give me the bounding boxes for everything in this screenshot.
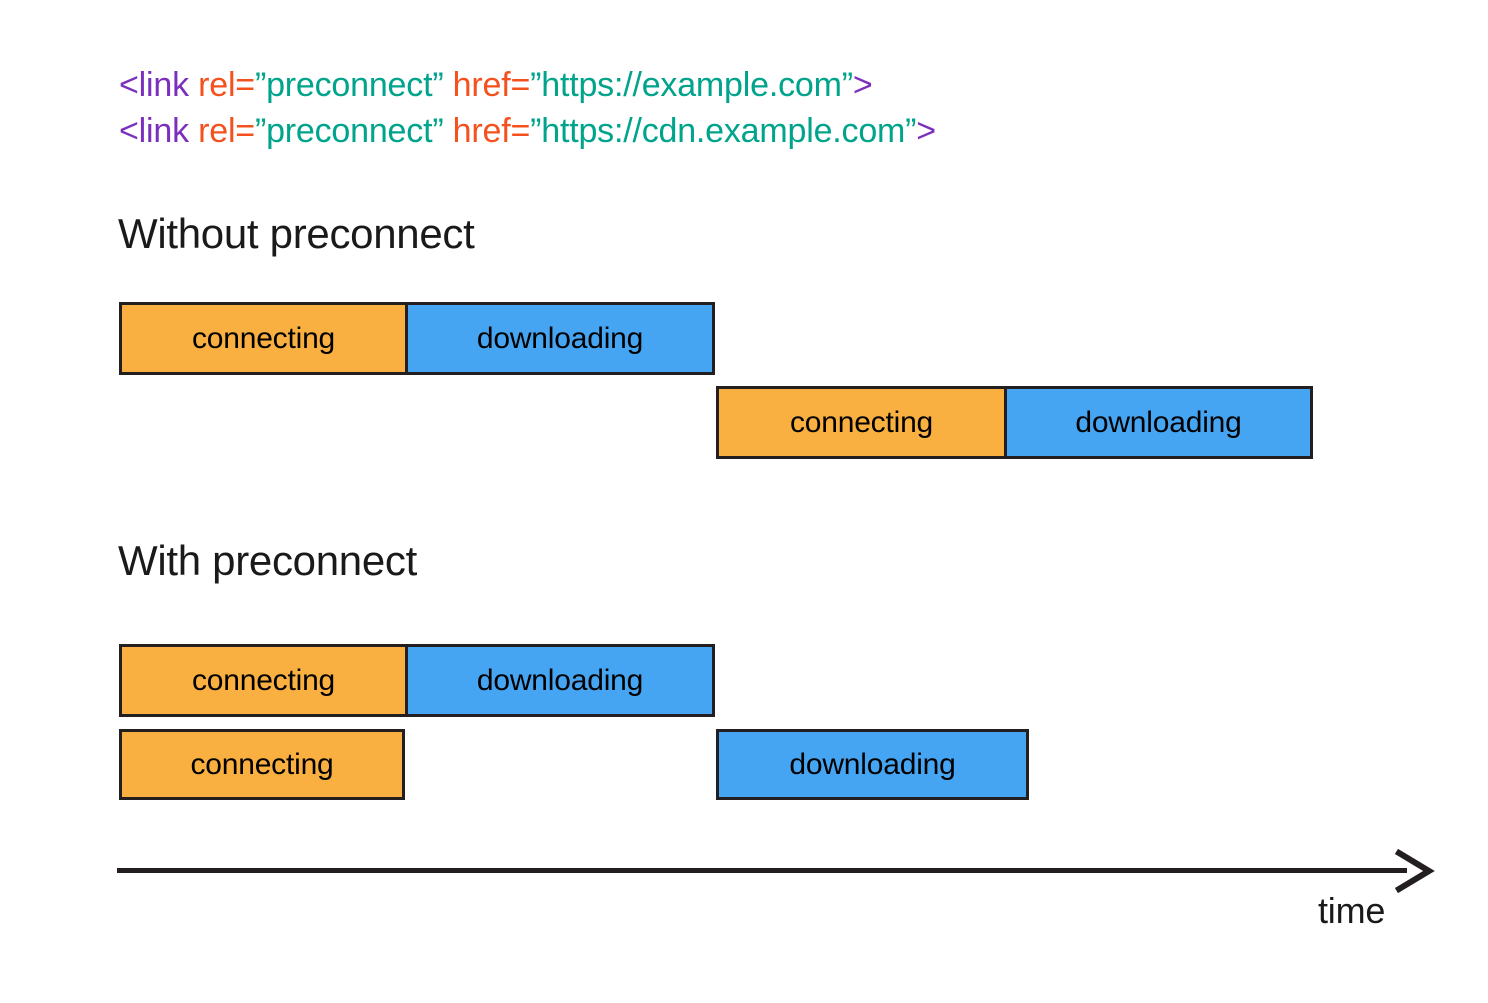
code-value-href: ”https://example.com” bbox=[530, 66, 853, 104]
bar-without-row1-connecting: connecting bbox=[119, 302, 408, 375]
time-axis-line bbox=[117, 868, 1407, 873]
arrow-right-icon bbox=[1394, 848, 1435, 894]
code-value-rel: ”preconnect” bbox=[254, 112, 444, 150]
code-tag: <link bbox=[119, 112, 189, 150]
code-line-2: <link rel=”preconnect” href=”https://cdn… bbox=[119, 108, 936, 154]
code-tag-close: > bbox=[852, 66, 873, 104]
code-line-1: <link rel=”preconnect” href=”https://exa… bbox=[119, 62, 936, 108]
bar-with-row1-connecting: connecting bbox=[119, 644, 408, 717]
code-attr-href: href= bbox=[443, 66, 531, 104]
code-value-rel: ”preconnect” bbox=[254, 66, 444, 104]
section-heading-with-preconnect: With preconnect bbox=[118, 537, 417, 584]
code-value-href: ”https://cdn.example.com” bbox=[530, 112, 917, 150]
code-attr-rel: rel= bbox=[188, 112, 255, 150]
bar-without-row2-connecting: connecting bbox=[716, 386, 1007, 459]
code-attr-href: href= bbox=[443, 112, 531, 150]
code-tag: <link bbox=[119, 66, 189, 104]
bar-without-row1-downloading: downloading bbox=[405, 302, 715, 375]
code-snippet: <link rel=”preconnect” href=”https://exa… bbox=[119, 62, 936, 154]
bar-without-row2-downloading: downloading bbox=[1004, 386, 1313, 459]
code-attr-rel: rel= bbox=[188, 66, 255, 104]
bar-with-row1-downloading: downloading bbox=[405, 644, 715, 717]
bar-with-row2-downloading: downloading bbox=[716, 729, 1029, 800]
time-axis-label: time bbox=[1318, 890, 1386, 931]
bar-with-row2-connecting: connecting bbox=[119, 729, 405, 800]
section-heading-without-preconnect: Without preconnect bbox=[118, 210, 475, 257]
code-tag-close: > bbox=[916, 112, 936, 150]
